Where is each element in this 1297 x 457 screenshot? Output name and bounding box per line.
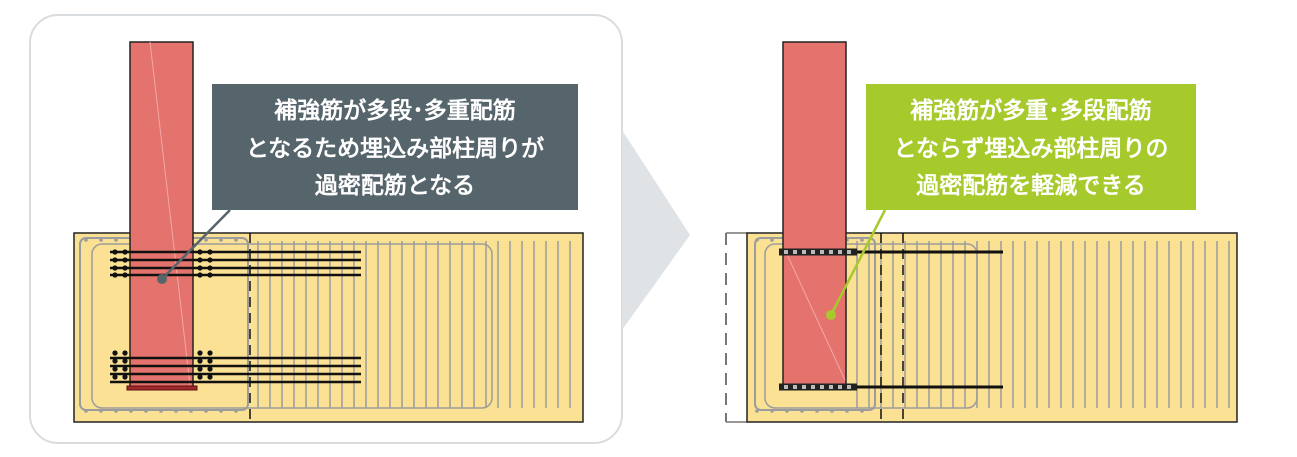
bar-section-dot	[122, 366, 128, 372]
bar-section-dot	[197, 265, 203, 271]
bar-section-dot	[122, 249, 128, 255]
bar-section-dot	[112, 249, 118, 255]
bar-section-dot	[207, 265, 213, 271]
stud-icon	[811, 385, 815, 389]
bar-section-dot	[122, 358, 128, 364]
bar-section-dot	[122, 272, 128, 278]
bar-section-dot	[207, 366, 213, 372]
anchor-plate	[779, 248, 857, 256]
base-plate	[126, 385, 198, 391]
callout-line: となるため埋込み部柱周りが	[246, 135, 544, 162]
stud-icon	[820, 250, 824, 254]
stud-icon	[793, 250, 797, 254]
callout-line: 過密配筋を軽減できる	[916, 172, 1146, 199]
main-rebar-dot	[770, 238, 774, 242]
bar-section-dot	[197, 366, 203, 372]
callout-leader-dot	[826, 310, 836, 320]
bar-section-dot	[122, 265, 128, 271]
bar-section-dot	[197, 358, 203, 364]
bar-section-dot	[122, 350, 128, 356]
bar-section-dot	[197, 249, 203, 255]
stud-icon	[829, 385, 833, 389]
bar-section-dot	[122, 257, 128, 263]
bar-section-dot	[112, 366, 118, 372]
callout-box-right	[866, 84, 1196, 210]
bar-section-dot	[197, 350, 203, 356]
stud-icon	[793, 385, 797, 389]
left-diagram-conventional: 補強筋が多段･多重配筋 となるため埋込み部柱周りが 過密配筋となる	[73, 41, 584, 423]
bar-section-dot	[207, 374, 213, 380]
stud-icon	[784, 385, 788, 389]
anchor-plate	[779, 383, 857, 391]
callout-box-left	[212, 84, 578, 210]
main-rebar-dot	[99, 238, 103, 242]
stud-icon	[802, 250, 806, 254]
stud-icon	[838, 250, 842, 254]
stud-icon	[802, 385, 806, 389]
hoop-rebar-inner	[91, 243, 493, 409]
hoop-rebar-inner	[764, 243, 978, 409]
bar-section-dot	[112, 350, 118, 356]
callout-line: 補強筋が多段･多重配筋	[273, 97, 516, 124]
bar-section-dot	[207, 249, 213, 255]
main-rebar-dot	[234, 238, 238, 242]
bar-section-dot	[112, 257, 118, 263]
bar-section-dot	[207, 358, 213, 364]
callout-line: とならず埋込み部柱周りの	[894, 135, 1169, 162]
bar-section-dot	[112, 374, 118, 380]
stud-icon	[838, 385, 842, 389]
right-diagram-improved: 補強筋が多重･多段配筋 とならず埋込み部柱周りの 過密配筋を軽減できる	[725, 41, 1238, 423]
main-rebar-dot	[114, 238, 118, 242]
main-rebar-dot	[204, 238, 208, 242]
bar-section-dot	[197, 257, 203, 263]
bar-section-dot	[207, 350, 213, 356]
callout-leader-line	[161, 209, 231, 280]
steel-column	[782, 41, 847, 387]
bar-section-dot	[112, 272, 118, 278]
bar-section-dot	[122, 374, 128, 380]
callout-line: 補強筋が多重･多段配筋	[909, 97, 1152, 124]
column-hatch	[149, 41, 191, 386]
stud-icon	[820, 385, 824, 389]
bar-section-dot	[207, 257, 213, 263]
main-rebar-dot	[219, 238, 223, 242]
callout-leader-dot	[157, 274, 167, 284]
bar-section-dot	[207, 272, 213, 278]
stud-icon	[829, 250, 833, 254]
main-rebar-dot	[860, 238, 864, 242]
bar-section-dot	[197, 272, 203, 278]
stud-icon	[847, 250, 851, 254]
bar-section-dot	[112, 265, 118, 271]
stud-icon	[811, 250, 815, 254]
bar-section-dot	[112, 358, 118, 364]
stud-icon	[784, 250, 788, 254]
column-hatch	[784, 249, 846, 381]
callout-leader-line	[829, 209, 887, 316]
callout-line: 過密配筋となる	[315, 172, 475, 199]
main-rebar-dot	[84, 238, 88, 242]
reinforcing-bars	[779, 248, 1003, 391]
reinforcing-bars	[110, 249, 361, 384]
steel-column	[129, 41, 194, 389]
transition-arrow-icon	[622, 130, 690, 330]
bar-section-dot	[197, 374, 203, 380]
stud-icon	[847, 385, 851, 389]
